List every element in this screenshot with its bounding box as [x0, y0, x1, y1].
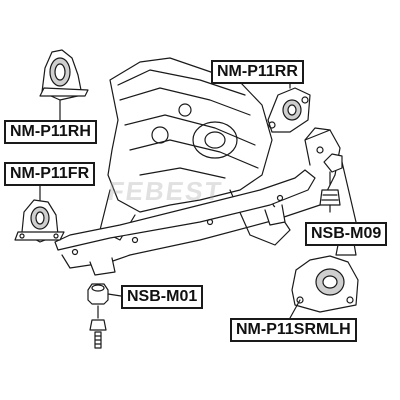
label-nm-p11rr: NM-P11RR: [211, 60, 304, 84]
label-nsb-m09: NSB-M09: [305, 222, 388, 246]
label-nsb-m01: NSB-M01: [121, 285, 204, 309]
label-nm-p11fr: NM-P11FR: [4, 162, 96, 186]
watermark: FEBEST: [105, 176, 225, 206]
label-nm-p11srmlh: NM-P11SRMLH: [230, 318, 357, 342]
crossmember: [54, 127, 341, 276]
label-nm-p11rh: NM-P11RH: [4, 120, 97, 144]
mount-nm-p11fr: [14, 185, 65, 243]
bolt-nsb-m09: [319, 153, 357, 223]
bolt-nsb-m01: [87, 283, 122, 349]
mount-nm-p11rh: [39, 49, 89, 121]
mount-nm-p11rr: [267, 83, 311, 133]
